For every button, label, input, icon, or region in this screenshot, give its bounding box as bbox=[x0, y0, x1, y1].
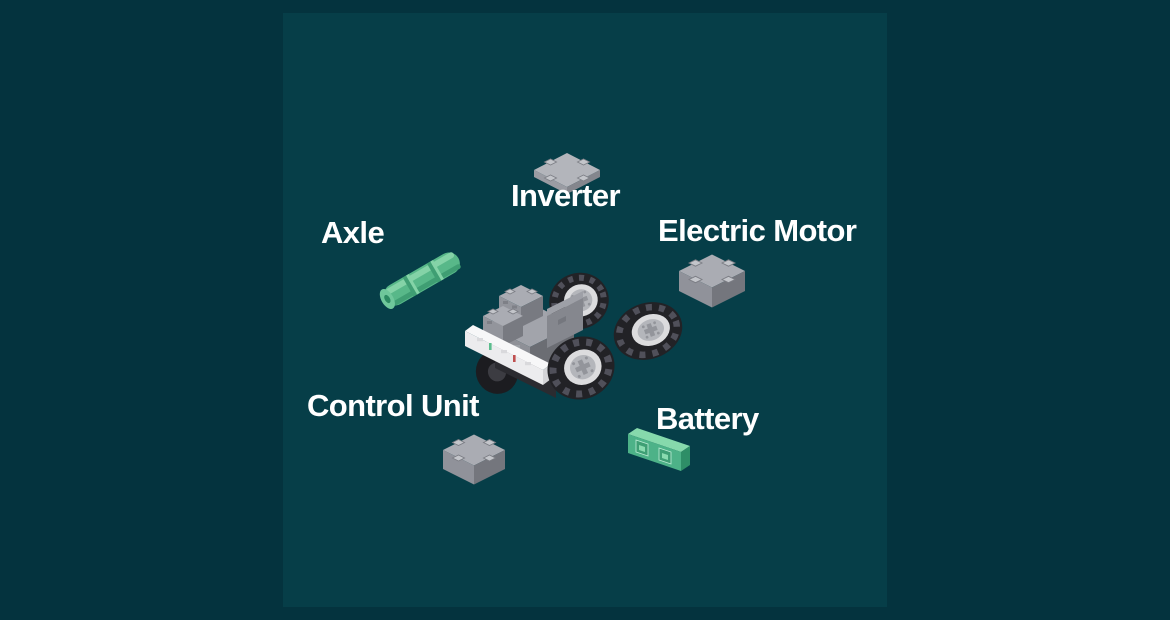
electric-motor-label: Electric Motor bbox=[658, 213, 857, 248]
control-unit-part-icon bbox=[443, 434, 505, 485]
battery-label: Battery bbox=[656, 401, 759, 436]
control-unit-label: Control Unit bbox=[307, 388, 479, 423]
axle-part-icon bbox=[379, 252, 461, 309]
car-assembly-illustration bbox=[465, 272, 615, 400]
axle-label: Axle bbox=[321, 215, 385, 250]
car-mudguard-panel bbox=[547, 291, 583, 348]
detached-wheel-part-icon bbox=[613, 302, 683, 360]
inverter-label: Inverter bbox=[511, 178, 621, 213]
car-front-wheel bbox=[547, 336, 615, 400]
battery-part-icon bbox=[628, 428, 690, 471]
inverter-part-icon bbox=[534, 153, 600, 194]
electric-motor-part-icon bbox=[679, 254, 745, 308]
